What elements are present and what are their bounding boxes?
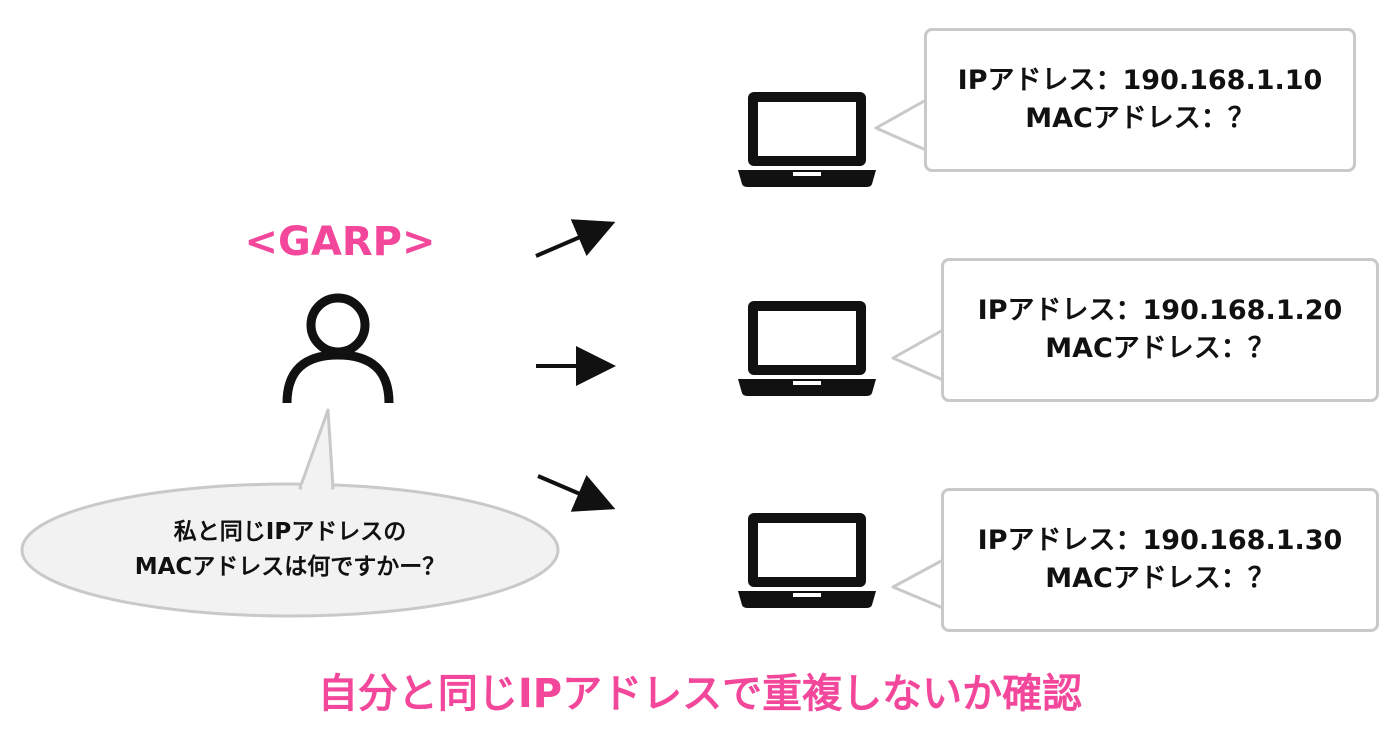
host-callout-3: IPアドレス：190.168.1.30 MACアドレス：？	[941, 488, 1379, 632]
arrow-to-host-1	[535, 219, 616, 258]
arrow-to-host-3	[537, 474, 616, 512]
speech-line-1: 私と同じIPアドレスの	[173, 519, 407, 545]
laptop-icon	[738, 301, 876, 396]
ip-address-label: IPアドレス：190.168.1.20	[977, 295, 1343, 326]
callout-tail	[891, 558, 944, 610]
laptop-icon	[738, 92, 876, 187]
ip-address-label: IPアドレス：190.168.1.30	[977, 525, 1343, 556]
conclusion-text: 自分と同じIPアドレスで重複しないか確認	[317, 671, 1083, 717]
callout-tail	[874, 98, 927, 152]
callout-tail	[891, 328, 944, 382]
laptop-icon	[738, 513, 876, 608]
garp-label: <GARP>	[244, 219, 436, 265]
speech-line-2: MACアドレスは何ですかー？	[134, 554, 446, 580]
speech-bubble	[20, 408, 560, 618]
person-icon	[282, 293, 394, 404]
speech-text: 私と同じIPアドレスの MACアドレスは何ですかー？	[20, 485, 560, 615]
mac-address-label: MACアドレス：？	[1025, 103, 1255, 134]
host-callout-1: IPアドレス：190.168.1.10 MACアドレス：？	[924, 28, 1356, 172]
mac-address-label: MACアドレス：？	[1045, 563, 1275, 594]
ip-address-label: IPアドレス：190.168.1.10	[957, 65, 1323, 96]
host-callout-2: IPアドレス：190.168.1.20 MACアドレス：？	[941, 258, 1379, 402]
mac-address-label: MACアドレス：？	[1045, 333, 1275, 364]
